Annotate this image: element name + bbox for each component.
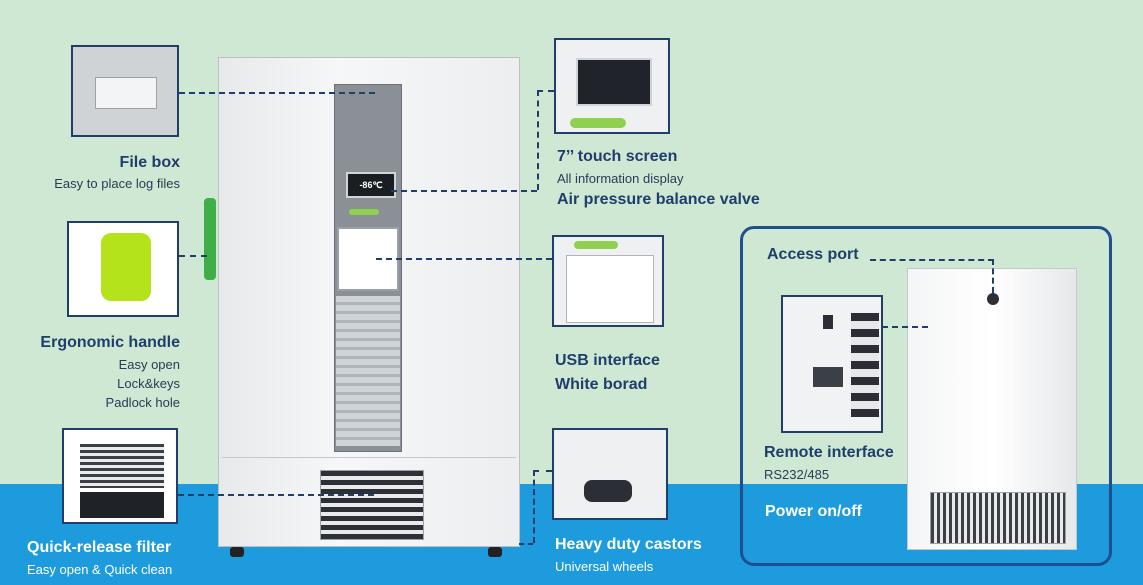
touch-screen-thumbnail [554,38,670,134]
file-box-title: File box [119,154,180,171]
handle-line-3: Padlock hole [105,395,180,410]
white-board-image [566,255,654,323]
screen-image [576,58,652,106]
label-strip [336,296,400,446]
touch-screen-display: -86℃ [346,172,396,198]
castor-wheel [230,547,244,557]
connector-usb [376,258,552,260]
castor-wheel [488,547,502,557]
terminal-block-image [813,367,843,387]
connector-castors-vert [533,470,535,543]
castor-thumbnail [552,428,668,520]
connector-screen-vert [537,90,539,190]
handle-line-2: Lock&keys [117,376,180,391]
rear-vent [930,492,1066,544]
usb-title: USB interface [555,352,660,369]
touch-screen-title: 7’’ touch screen [557,148,678,165]
green-door-handle [204,198,216,280]
remote-interface-subtitle: RS232/485 [764,467,830,482]
lower-door-seam [222,457,516,458]
handle-image [101,233,151,301]
handle-title: Ergonomic handle [40,334,180,351]
filter-mesh-image [80,492,164,518]
green-bar-image [570,118,626,128]
front-vent [320,470,424,540]
filter-grille-image [80,444,164,488]
filter-subtitle: Easy open & Quick clean [27,562,173,577]
green-bar-image [574,241,618,249]
connector-castors [519,543,533,545]
connector-handle [179,255,207,257]
handle-thumbnail [67,221,179,317]
castors-title: Heavy duty castors [555,536,702,553]
filter-title: Quick-release filter [27,539,172,556]
file-box-paper [95,77,157,109]
connector-screen [391,190,537,192]
screen-green-bar [349,209,379,215]
connector-screen-top [537,90,554,92]
rear-grille-image [851,313,879,417]
remote-interface-title: Remote interface [764,444,894,461]
filter-thumbnail [62,428,178,524]
connector-access-port [870,259,994,261]
power-switch-image [823,315,833,329]
connector-remote [882,326,928,328]
remote-interface-thumbnail [781,295,883,433]
file-box-subtitle: Easy to place log files [54,176,180,191]
castor-image [584,480,632,502]
power-title: Power on/off [765,503,862,520]
castors-subtitle: Universal wheels [555,559,654,574]
connector-castors-top [533,470,552,472]
connector-access-port-vert [992,259,994,293]
file-box-thumbnail [71,45,179,137]
connector-filter [178,494,374,496]
air-valve-title: Air pressure balance valve [557,191,760,208]
handle-line-1: Easy open [118,357,180,372]
white-board-thumbnail [552,235,664,327]
access-port-title: Access port [767,246,859,263]
access-port-hole [987,293,999,305]
screen-readout: -86℃ [359,180,383,190]
touch-screen-subtitle: All information display [557,171,684,186]
connector-file-box [179,92,375,94]
rear-view-frame [740,226,1112,566]
white-board-title: White borad [555,376,648,393]
